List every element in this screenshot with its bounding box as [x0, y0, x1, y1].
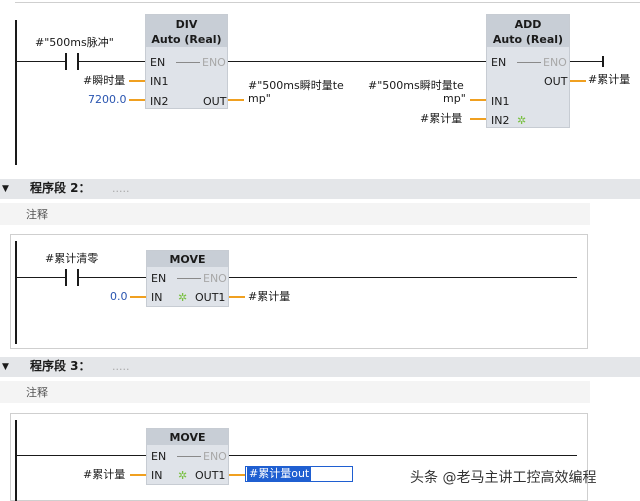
add-out-pin: OUT	[544, 75, 568, 88]
move-out1-pin: OUT1	[195, 469, 226, 482]
move-in-pin: IN	[151, 469, 163, 482]
add-out-operand[interactable]: #累计量	[588, 73, 631, 86]
div-block-name: DIV	[175, 18, 198, 31]
move-block-2[interactable]: MOVE EN ENO IN ✲ OUT1	[146, 250, 229, 307]
div-out-operand-l2[interactable]: mp"	[248, 92, 271, 105]
contact-left-bar	[65, 269, 67, 286]
div-in1-operand[interactable]: #瞬时量	[83, 74, 126, 87]
div-in2-wire	[129, 99, 145, 101]
power-rail	[15, 420, 17, 501]
comment-2[interactable]: 注释	[26, 208, 48, 221]
move-block-header	[147, 251, 228, 267]
add-en-pin: EN	[491, 56, 507, 69]
network-3-box	[10, 413, 588, 501]
add-out-wire	[570, 80, 586, 82]
en-eno-line	[177, 456, 201, 457]
div-in1-wire	[129, 80, 145, 82]
move-in-operand-2[interactable]: 0.0	[110, 290, 128, 303]
add-in2-pin: IN2	[491, 114, 510, 127]
div-out-pin: OUT	[203, 95, 227, 108]
divider	[15, 2, 640, 3]
rung-wire	[229, 455, 577, 456]
comment-bar-2[interactable]	[0, 203, 590, 225]
segment-comment-2[interactable]: .....	[112, 182, 130, 195]
move-block-name: MOVE	[169, 431, 206, 444]
segment-comment-3[interactable]: .....	[112, 360, 130, 373]
rung-wire	[79, 277, 146, 278]
div-out-wire	[228, 99, 244, 101]
move-in-pin: IN	[151, 291, 163, 304]
en-eno-line	[177, 278, 201, 279]
move-in-wire	[130, 474, 146, 476]
segment-header-3[interactable]	[0, 357, 640, 377]
rung-wire	[79, 61, 145, 62]
add-in2-wire	[470, 118, 486, 120]
rung-wire	[17, 455, 146, 456]
rung-wire	[17, 61, 65, 62]
move-out1-wire	[229, 296, 245, 298]
operand-edit-field[interactable]	[245, 466, 353, 482]
move-out1-operand-2[interactable]: #累计量	[248, 290, 291, 303]
contact-label[interactable]: #"500ms脉冲"	[35, 36, 114, 49]
segment-title-2: 程序段 2：	[30, 181, 91, 195]
watermark-text: 头条 @老马主讲工控高效编程	[410, 470, 597, 486]
contact-left-bar	[65, 53, 67, 70]
rung-wire	[228, 61, 486, 62]
move-eno-pin: ENO	[203, 450, 227, 463]
power-rail	[15, 241, 17, 344]
add-pin-icon[interactable]: ✲	[517, 114, 527, 127]
move-en-pin: EN	[151, 272, 167, 285]
comment-3[interactable]: 注释	[26, 386, 48, 399]
div-block[interactable]: DIV Auto (Real) EN ENO IN1 IN2 OUT	[145, 14, 228, 109]
add-in2-operand[interactable]: #累计量	[420, 112, 463, 125]
add-block-name: ADD	[514, 18, 542, 31]
add-block[interactable]: ADD Auto (Real) EN ENO OUT IN1 IN2 ✲	[486, 14, 570, 128]
move-out1-pin: OUT1	[195, 291, 226, 304]
add-block-type[interactable]: Auto (Real)	[492, 33, 564, 46]
add-eno-pin: ENO	[543, 56, 567, 69]
move-out1-operand-3[interactable]: #累计量out	[247, 467, 312, 481]
power-rail	[15, 20, 17, 165]
en-eno-line	[176, 62, 200, 63]
add-block-header	[487, 15, 569, 47]
rung-wire	[17, 277, 65, 278]
rung-wire	[229, 277, 577, 278]
en-eno-line	[517, 62, 541, 63]
move-pin-icon[interactable]: ✲	[178, 291, 188, 304]
move-eno-pin: ENO	[203, 272, 227, 285]
div-in2-pin: IN2	[150, 95, 169, 108]
div-in2-operand[interactable]: 7200.0	[88, 93, 127, 106]
div-en-pin: EN	[150, 56, 166, 69]
move-en-pin: EN	[151, 450, 167, 463]
add-in1-wire	[470, 99, 486, 101]
move-pin-icon[interactable]: ✲	[178, 469, 188, 482]
div-out-operand-l1[interactable]: #"500ms瞬时量te	[248, 79, 344, 92]
move-in-wire	[130, 296, 146, 298]
move-block-3[interactable]: MOVE EN ENO IN ✲ OUT1	[146, 428, 229, 485]
add-in1-pin: IN1	[491, 95, 510, 108]
comment-bar-3[interactable]	[0, 381, 590, 403]
collapse-arrow-icon[interactable]: ▼	[2, 184, 9, 194]
contact-right-bar	[77, 269, 79, 286]
add-in1-operand-l2[interactable]: mp"	[443, 92, 466, 105]
move-block-header	[147, 429, 228, 445]
div-in1-pin: IN1	[150, 75, 169, 88]
contact-right-bar	[77, 53, 79, 70]
segment-title-3: 程序段 3：	[30, 359, 91, 373]
collapse-arrow-icon[interactable]: ▼	[2, 362, 9, 372]
div-eno-pin: ENO	[202, 56, 226, 69]
move-out1-wire	[229, 474, 245, 476]
add-in1-operand-l1[interactable]: #"500ms瞬时量te	[368, 79, 464, 92]
move-block-name: MOVE	[169, 253, 206, 266]
network-2-box	[10, 234, 588, 349]
segment-header-2[interactable]	[0, 179, 640, 199]
move-in-operand-3[interactable]: #累计量	[83, 468, 126, 481]
rung-end	[602, 56, 604, 67]
rung-wire	[570, 61, 602, 62]
contact-label-2[interactable]: #累计清零	[45, 252, 99, 265]
div-block-header	[146, 15, 227, 47]
div-block-type[interactable]: Auto (Real)	[151, 33, 222, 46]
